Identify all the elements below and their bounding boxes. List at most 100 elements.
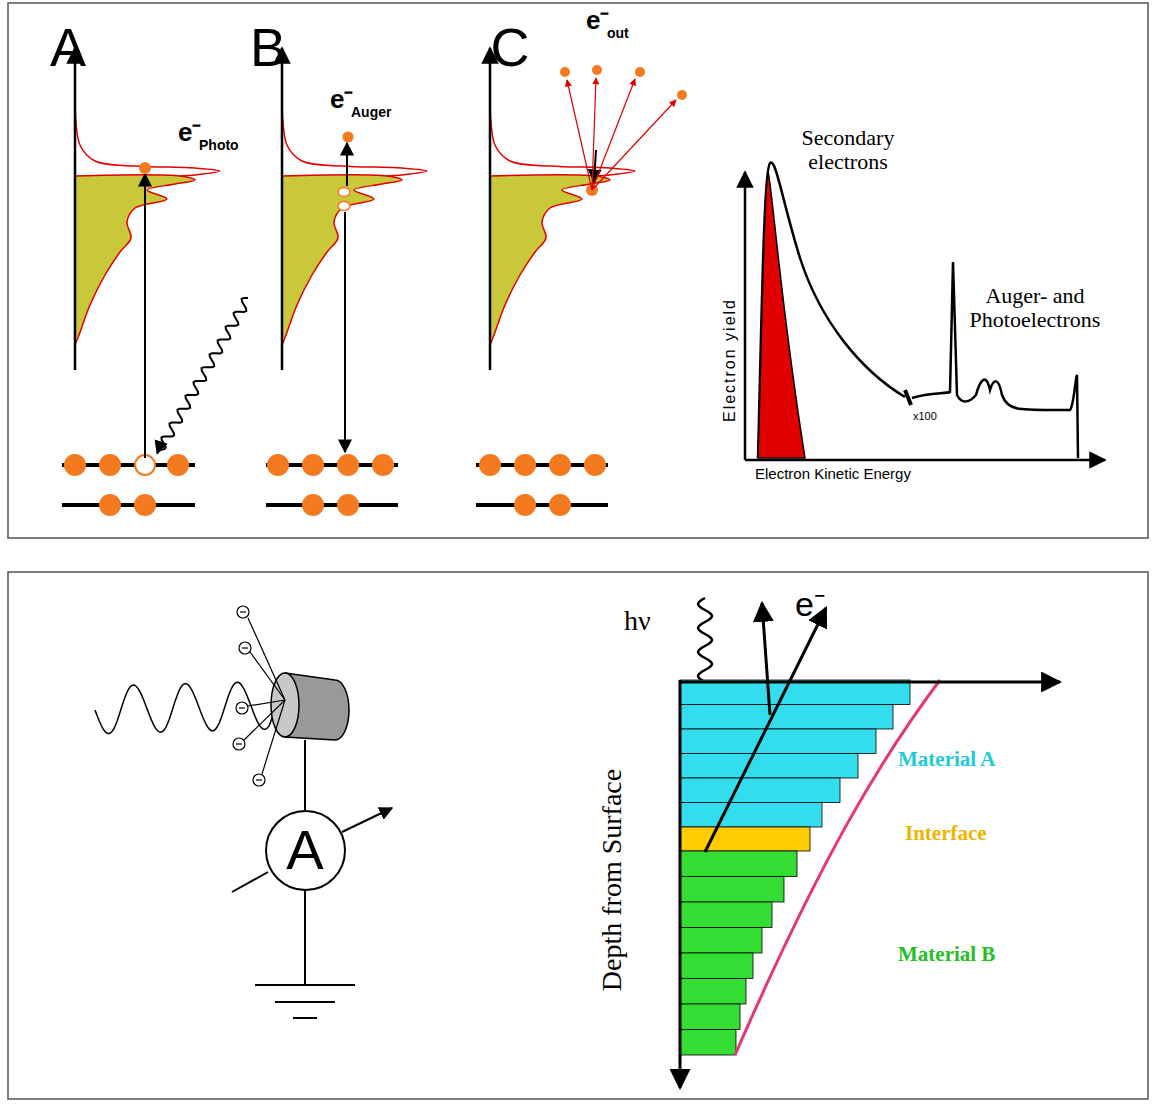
density-of-states: [75, 48, 635, 370]
core-electrons: [64, 454, 86, 476]
core-levels: [62, 503, 195, 507]
spectrum-plot: [758, 172, 805, 458]
depth-bars: [680, 1004, 740, 1030]
material-label: Material B: [898, 943, 995, 966]
circuit-wire: [304, 890, 306, 985]
circuit-wire: [232, 872, 268, 892]
electron-paths: [705, 608, 826, 852]
core-electrons: [549, 494, 571, 516]
spectrum-plot: [745, 459, 1105, 462]
depth-bars: [680, 953, 753, 979]
core-levels: [266, 503, 398, 507]
scale-note: x100: [913, 410, 937, 422]
spectrum-plot: [905, 390, 911, 405]
emitted-electrons: [262, 700, 285, 774]
photon-wave: [95, 298, 712, 846]
peak-label: Secondary electrons: [783, 126, 913, 174]
core-electrons: [302, 454, 324, 476]
excited-electrons: [560, 67, 570, 77]
electron-symbol: e⁻: [330, 85, 353, 114]
core-electrons: [99, 494, 121, 516]
emitted-electrons: [236, 702, 248, 714]
emitted-electrons: [242, 647, 248, 648]
panel-letter: B: [250, 18, 286, 77]
core-electrons: [372, 454, 394, 476]
depth-bars: [680, 877, 784, 903]
core-electrons: [337, 494, 359, 516]
core-electrons: [134, 494, 156, 516]
depth-bars: [680, 705, 893, 730]
depth-bars: [680, 851, 797, 877]
secondary-cascade: [567, 78, 676, 190]
attenuation-curve: [735, 680, 940, 1055]
depth-bars: [680, 680, 910, 705]
excited-electrons: [343, 132, 354, 143]
auger-holes: [338, 202, 350, 211]
density-of-states: [282, 175, 402, 345]
auger-holes: [338, 188, 350, 211]
transition-arrows: [344, 212, 346, 452]
density-of-states: [490, 175, 610, 345]
excited-electrons: [139, 162, 151, 174]
depth-bars: [680, 827, 810, 851]
excited-electrons: [677, 90, 687, 100]
meter-letter: A: [286, 822, 323, 878]
depth-bars: [680, 680, 910, 1055]
core-electrons: [267, 454, 289, 476]
detector: [271, 673, 299, 737]
depth-bars: [680, 729, 876, 754]
emitted-electrons: [256, 779, 262, 780]
depth-bars: [680, 902, 772, 928]
depth-bars: [680, 1030, 736, 1056]
density-of-states: [282, 95, 427, 176]
panel-frame: [8, 3, 1148, 1099]
secondary-cascade: [567, 80, 592, 190]
density-of-states: [490, 48, 635, 370]
emitted-electrons: [233, 606, 285, 786]
density-of-states: [75, 48, 220, 370]
circuit-wire: [275, 1001, 335, 1003]
core-electrons: [302, 494, 324, 516]
transition-arrows: [144, 174, 146, 458]
depth-axes: [680, 680, 1060, 1088]
photon-wave: [157, 298, 248, 453]
material-label: Material A: [898, 748, 995, 771]
core-levels: [476, 503, 608, 507]
core-electrons: [167, 454, 189, 476]
core-electrons: [99, 454, 121, 476]
electron-subscript: Photo: [199, 138, 239, 153]
density-of-states: [281, 48, 284, 370]
spectrum-plot: [744, 172, 747, 460]
depth-bars: [680, 778, 840, 803]
axis-title: Electron Kinetic Energy: [755, 466, 911, 483]
panel-letter: A: [50, 18, 86, 77]
emitted-electrons: [250, 652, 285, 700]
emitted-electrons: [233, 738, 245, 750]
excited-electrons: [635, 67, 645, 77]
axis-title: Depth from Surface: [597, 769, 628, 991]
density-of-states: [75, 95, 220, 176]
circuit-wire: [232, 740, 392, 1018]
electron-symbol: e⁻: [795, 586, 825, 623]
secondary-cascade: [592, 79, 635, 190]
transition-arrows: [145, 143, 596, 458]
electron-symbol: e⁻: [586, 6, 609, 35]
emitted-electrons: [237, 606, 249, 618]
core-electrons: [584, 454, 606, 476]
electron-subscript: out: [607, 26, 629, 41]
electron-paths: [762, 603, 770, 715]
excited-electrons: [139, 65, 687, 196]
circuit-wire: [255, 984, 355, 986]
core-electrons: [337, 454, 359, 476]
depth-axes: [679, 680, 682, 1088]
excited-electrons: [592, 65, 602, 75]
core-electrons: [514, 494, 536, 516]
ammeter-symbol: A: [265, 810, 346, 891]
spectrum-plot: [758, 163, 905, 458]
transition-arrows: [346, 143, 348, 186]
emitted-electrons: [239, 642, 251, 654]
density-of-states: [282, 48, 427, 370]
panel-letter: C: [491, 18, 530, 77]
